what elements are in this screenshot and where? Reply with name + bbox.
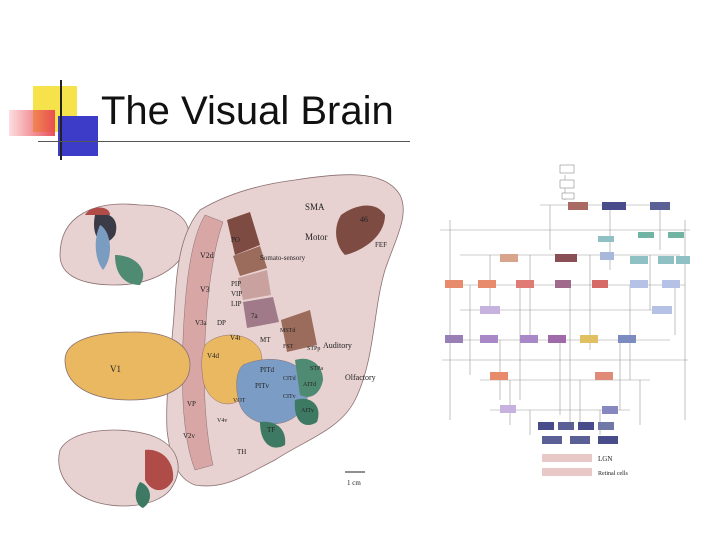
label-v3: V3 xyxy=(200,285,210,294)
label-citv: CITv xyxy=(283,394,296,400)
label-7a: 7a xyxy=(251,312,259,320)
label-fst: FST xyxy=(283,344,294,350)
it-area xyxy=(236,359,309,425)
label-v2v: V2v xyxy=(183,432,196,440)
label-vp: VP xyxy=(187,400,196,408)
lateral-brain-thumbnail xyxy=(59,203,189,286)
label-citd: CITd xyxy=(283,376,296,382)
label-lip: LIP xyxy=(231,300,242,308)
label-mt: MT xyxy=(260,336,271,344)
label-motor: Motor xyxy=(305,232,328,242)
label-v2d: V2d xyxy=(200,251,214,260)
brain-map-figure: SMA 46 Motor FEF V2d PO PIP VIP LIP 7a V… xyxy=(58,174,404,508)
label-aitv: AITv xyxy=(301,408,314,414)
label-mstd: MSTd xyxy=(280,328,295,334)
label-v3a: V3a xyxy=(195,319,208,327)
slide-title: The Visual Brain xyxy=(101,89,394,133)
area-nodes xyxy=(445,164,690,444)
title-underline xyxy=(38,141,410,142)
scale-label: 1 cm xyxy=(347,479,361,487)
label-v4d: V4d xyxy=(207,352,220,360)
decor-blue-square xyxy=(58,116,98,156)
visual-hierarchy-diagram: LGN Retinal cells xyxy=(440,164,690,477)
label-th: TH xyxy=(237,448,246,456)
label-vot: VOT xyxy=(233,398,246,404)
label-tf: TF xyxy=(267,426,275,434)
label-fef: FEF xyxy=(375,241,387,249)
label-46: 46 xyxy=(360,215,368,224)
label-sma: SMA xyxy=(305,202,325,212)
label-auditory: Auditory xyxy=(323,341,352,350)
legend-retinal: Retinal cells xyxy=(598,471,628,477)
connection-lines xyxy=(440,175,690,435)
label-v1: V1 xyxy=(110,364,121,374)
label-stpa: STPa xyxy=(310,366,323,372)
label-dp: DP xyxy=(217,319,226,327)
label-pitd: PITd xyxy=(260,366,275,374)
label-aitd: AITd xyxy=(303,382,316,388)
label-vip: VIP xyxy=(231,290,242,298)
v2-band xyxy=(182,214,224,471)
medial-brain-thumbnail xyxy=(58,429,179,508)
decor-vertical-line xyxy=(60,80,62,160)
legend-lgn: LGN xyxy=(598,455,612,463)
label-somato: Somato-sensory xyxy=(260,254,306,262)
v1-area xyxy=(64,331,191,401)
label-olfactory: Olfactory xyxy=(345,373,376,382)
lgn-bar xyxy=(542,454,592,462)
label-v4v: V4v xyxy=(217,418,227,424)
label-v4t: V4t xyxy=(230,334,241,342)
label-po: PO xyxy=(231,236,240,244)
label-pip: PIP xyxy=(231,280,241,288)
retina-bar xyxy=(542,468,592,476)
decor-red-bar xyxy=(9,110,55,136)
label-pitv: PITv xyxy=(255,382,270,390)
label-stpp: STPp xyxy=(307,346,320,352)
